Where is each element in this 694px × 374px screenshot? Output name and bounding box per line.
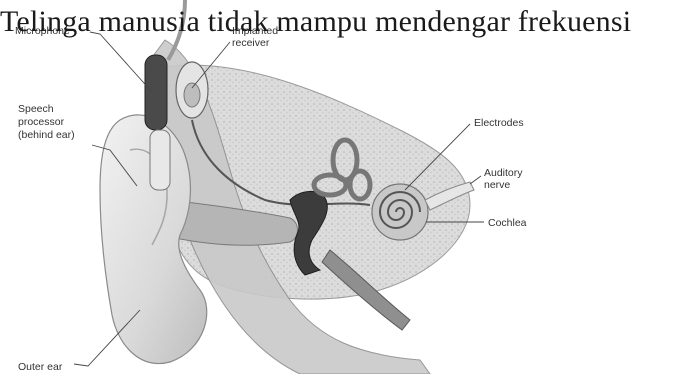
- label-speech-processor: Speech processor (behind ear): [18, 103, 75, 141]
- receiver-magnet: [184, 83, 200, 107]
- microphone-device: [145, 55, 167, 130]
- page-heading: Telinga manusia tidak mampu mendengar fr…: [0, 4, 694, 40]
- label-auditory-nerve: Auditory nerve: [484, 167, 525, 191]
- label-cochlea: Cochlea: [488, 217, 527, 229]
- nerve-leader: [470, 176, 481, 184]
- cochlea-spiral: [372, 184, 428, 240]
- speech-processor-device: [150, 130, 170, 190]
- microphone-leader: [90, 32, 152, 92]
- label-outer-ear: Outer ear: [18, 361, 63, 373]
- label-electrodes: Electrodes: [474, 117, 524, 129]
